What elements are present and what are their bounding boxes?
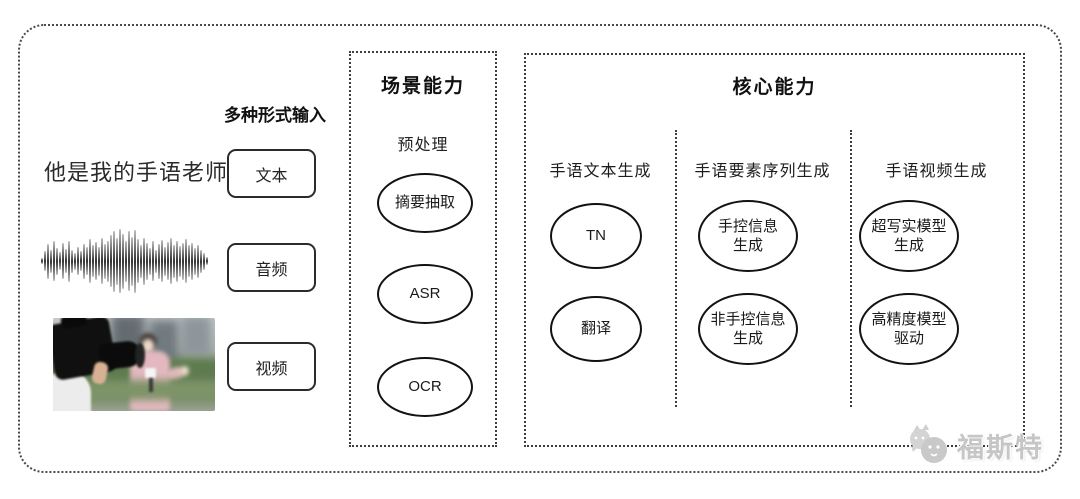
- scene-capability-box: 场景能力 预处理 摘要抽取 ASR OCR: [349, 51, 497, 447]
- audio-waveform-icon: [41, 226, 211, 296]
- video-thumbnail-image: [53, 318, 215, 411]
- multi-input-label: 多种形式输入: [224, 106, 326, 125]
- input-mode-label-text: 文本: [255, 167, 288, 185]
- node-hyperrealistic-model-generation: 超写实模型 生成: [859, 200, 959, 272]
- reporter-face-shape: [142, 339, 154, 353]
- input-mode-label-audio: 音频: [255, 261, 288, 279]
- camera-lens-ring-shape: [135, 343, 145, 368]
- column-header-element-sequence-generation: 手语要素序列生成: [694, 163, 831, 180]
- watermark: 福斯特: [905, 424, 1044, 466]
- microphone-stem-shape: [149, 378, 153, 392]
- scene-capability-title: 场景能力: [380, 76, 465, 97]
- node-summary-extraction: 摘要抽取: [377, 173, 473, 233]
- sample-sentence-text: 他是我的手语老师: [44, 160, 229, 185]
- preprocess-label: 预处理: [397, 137, 449, 154]
- photo-building-shape: [181, 318, 211, 356]
- column-header-video-generation: 手语视频生成: [885, 163, 988, 180]
- mascot-cat-icon: [910, 424, 947, 463]
- node-non-manual-info-generation: 非手控信息 生成: [698, 293, 798, 365]
- input-mode-label-video: 视频: [255, 360, 288, 378]
- node-tn: TN: [550, 203, 642, 269]
- column-divider-2: [850, 130, 852, 407]
- node-translation: 翻译: [550, 296, 642, 362]
- outer-dotted-frame: [18, 24, 1062, 473]
- node-high-precision-model-driving: 高精度模型 驱动: [859, 293, 959, 365]
- photo-hedge-shape: [53, 380, 215, 400]
- node-asr: ASR: [377, 264, 473, 324]
- node-ocr: OCR: [377, 357, 473, 417]
- column-divider-1: [675, 130, 677, 407]
- watermark-text: 福斯特: [957, 432, 1044, 463]
- core-capability-title: 核心能力: [732, 77, 817, 98]
- column-header-text-generation: 手语文本生成: [549, 163, 652, 180]
- node-manual-info-generation: 手控信息 生成: [698, 200, 798, 272]
- microphone-flag-shape: [145, 368, 156, 378]
- input-mode-box-text: 文本: [227, 149, 316, 198]
- core-capability-box: 核心能力 手语文本生成 手语要素序列生成 手语视频生成 TN 翻译 手控信息 生…: [524, 53, 1025, 447]
- input-mode-box-video: 视频: [227, 342, 316, 391]
- input-mode-box-audio: 音频: [227, 243, 316, 292]
- reporter-hand-shape: [180, 366, 189, 376]
